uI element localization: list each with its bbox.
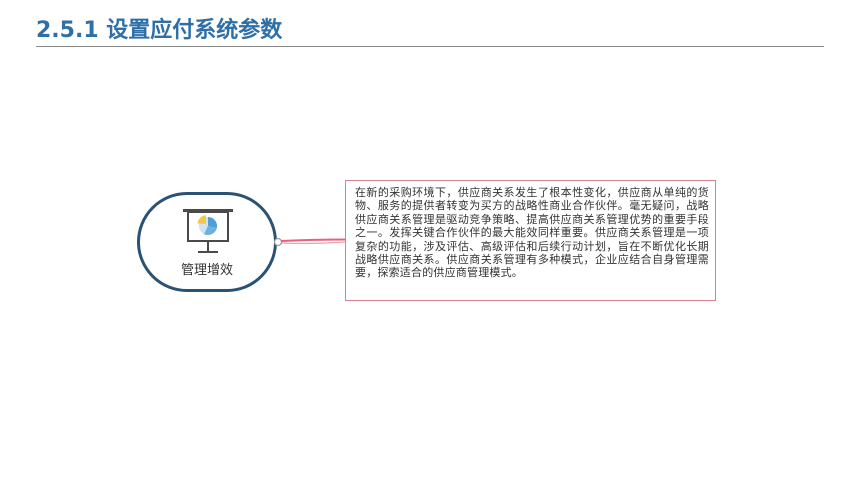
slide-title: 2.5.1 设置应付系统参数 xyxy=(36,18,283,43)
note-text: 在新的采购环境下，供应商关系发生了根本性变化，供应商从单纯的货物、服务的提供者转… xyxy=(355,186,709,280)
title-underline xyxy=(36,46,824,47)
mindmap-central-node[interactable]: 管理增效 xyxy=(137,192,277,292)
presentation-board-pie-chart-icon xyxy=(183,209,233,253)
mindmap-note-box[interactable]: 在新的采购环境下，供应商关系发生了根本性变化，供应商从单纯的货物、服务的提供者转… xyxy=(345,180,716,301)
node-connector xyxy=(273,237,347,247)
central-node-label: 管理增效 xyxy=(180,263,233,278)
